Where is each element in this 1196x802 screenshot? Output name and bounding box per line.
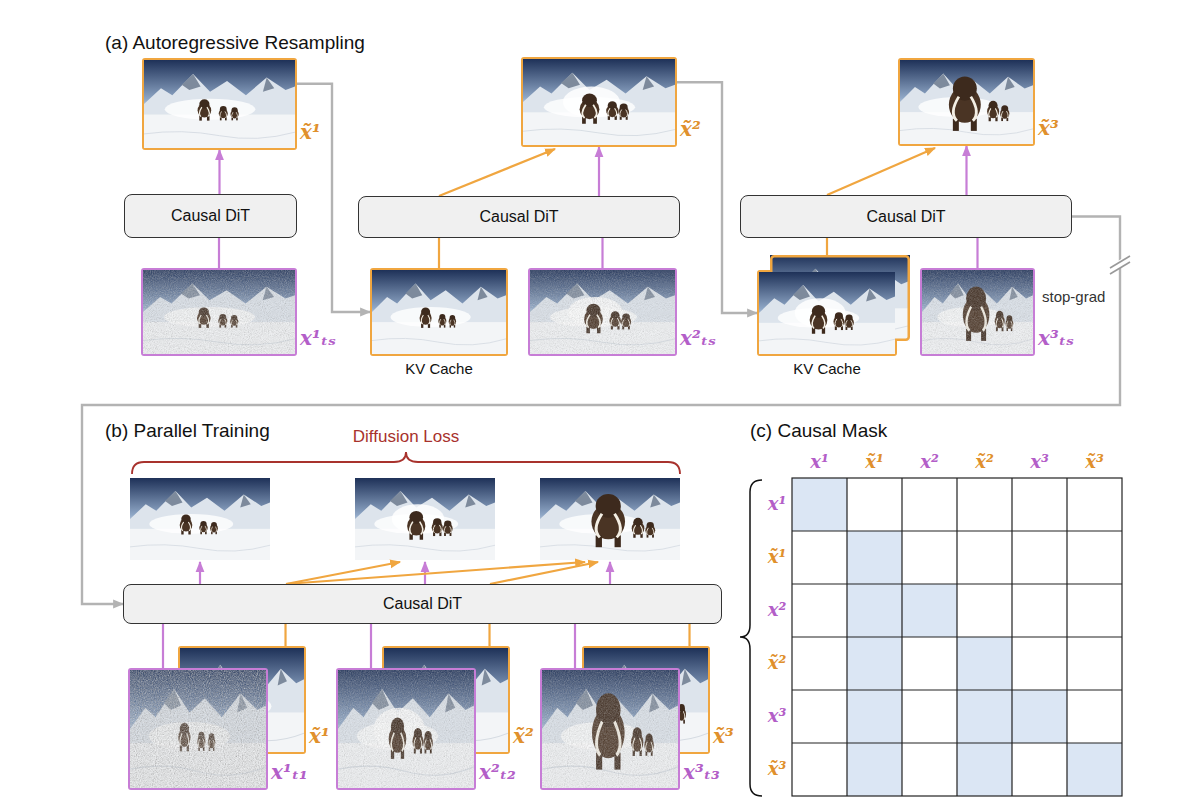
image-frame: x̃³ [898,58,1035,146]
image-frame: x³ₜₛ [920,268,1035,356]
connector [688,624,690,646]
connector [601,238,603,268]
image-frame: x̃¹ [142,58,297,150]
panel-title: (a) Autoregressive Resampling [105,32,365,54]
process-box: Causal DiT [358,196,680,238]
column-header: x³ [1030,450,1049,474]
box-label: Causal DiT [383,595,462,613]
column-header: x̃² [975,450,994,474]
scene-image [338,670,474,788]
connector [976,238,978,268]
variable-label: x̃³ [713,724,734,748]
image-frame: x²ₜₛ [528,268,677,356]
image-frame: KV Cache [757,270,897,356]
stopgrad-mark [1109,256,1131,274]
connector [574,624,576,668]
image-frame: x¹ₜₛ [141,268,297,356]
scene-image [523,59,675,145]
variable-label: x³ₜ₃ [683,760,720,784]
connector [438,238,440,268]
image-frame: x³ₜ₃ [540,668,680,790]
scene-image [130,670,266,788]
variable-label: x²ₜₛ [680,326,716,350]
connector [284,624,286,646]
image-frame: x¹ₜ₁ [128,668,268,790]
variable-label: x¹ₜₛ [300,326,336,350]
mask-brace [740,480,762,796]
panel-title: (c) Causal Mask [750,420,887,442]
variable-label: x̃¹ [300,120,321,144]
connector [488,624,490,646]
scene-image [143,270,295,354]
image-frame: KV Cache [370,268,508,356]
variable-label: x³ₜₛ [1038,326,1074,350]
box-label: Causal DiT [479,208,558,226]
connector [82,217,1120,605]
variable-label: x̃³ [1038,116,1059,140]
box-label: Causal DiT [866,208,945,226]
output-arrows [200,562,610,584]
column-header: x¹ [810,450,829,474]
process-box: Causal DiT [740,195,1072,238]
column-header: x̃³ [1085,450,1104,474]
variable-label: x̃² [513,724,534,748]
scene-image [759,272,895,354]
connector [965,146,967,195]
row-header: x̃² [768,651,787,675]
output-images [130,478,680,560]
process-box: Causal DiT [124,194,297,238]
row-header: x¹ [768,492,787,516]
mask-grid [792,478,1122,796]
scene-image [372,270,506,354]
connector [598,147,600,196]
row-header: x̃³ [768,757,787,781]
column-header: x̃¹ [865,450,884,474]
image-frame: x̃² [521,57,677,147]
connector [370,624,372,668]
process-box: Causal DiT [123,584,722,624]
scene-image [922,270,1033,354]
row-header: x³ [768,704,787,728]
edge-label: stop-grad [1040,288,1107,305]
connector [218,150,220,194]
scene-image [542,670,678,788]
scene-image [144,60,295,148]
variable-label: x̃² [680,117,701,141]
row-header: x² [768,598,787,622]
connector [162,624,164,668]
column-header: x² [920,450,939,474]
variable-label: x¹ₜ₁ [271,760,308,784]
row-header: x̃¹ [768,545,787,569]
panel-title: (b) Parallel Training [105,420,270,442]
scene-image [900,60,1033,144]
variable-label: x̃¹ [309,724,330,748]
box-label: Causal DiT [171,207,250,225]
cache-arrows [439,148,935,196]
scene-image [530,270,675,354]
image-frame: x²ₜ₂ [336,668,476,790]
loss-bracket [132,452,680,474]
loss-label: Diffusion Loss [353,427,459,447]
cache-label: KV Cache [405,360,473,377]
variable-label: x²ₜ₂ [479,760,516,784]
connector [218,238,220,268]
cache-label: KV Cache [793,360,861,377]
